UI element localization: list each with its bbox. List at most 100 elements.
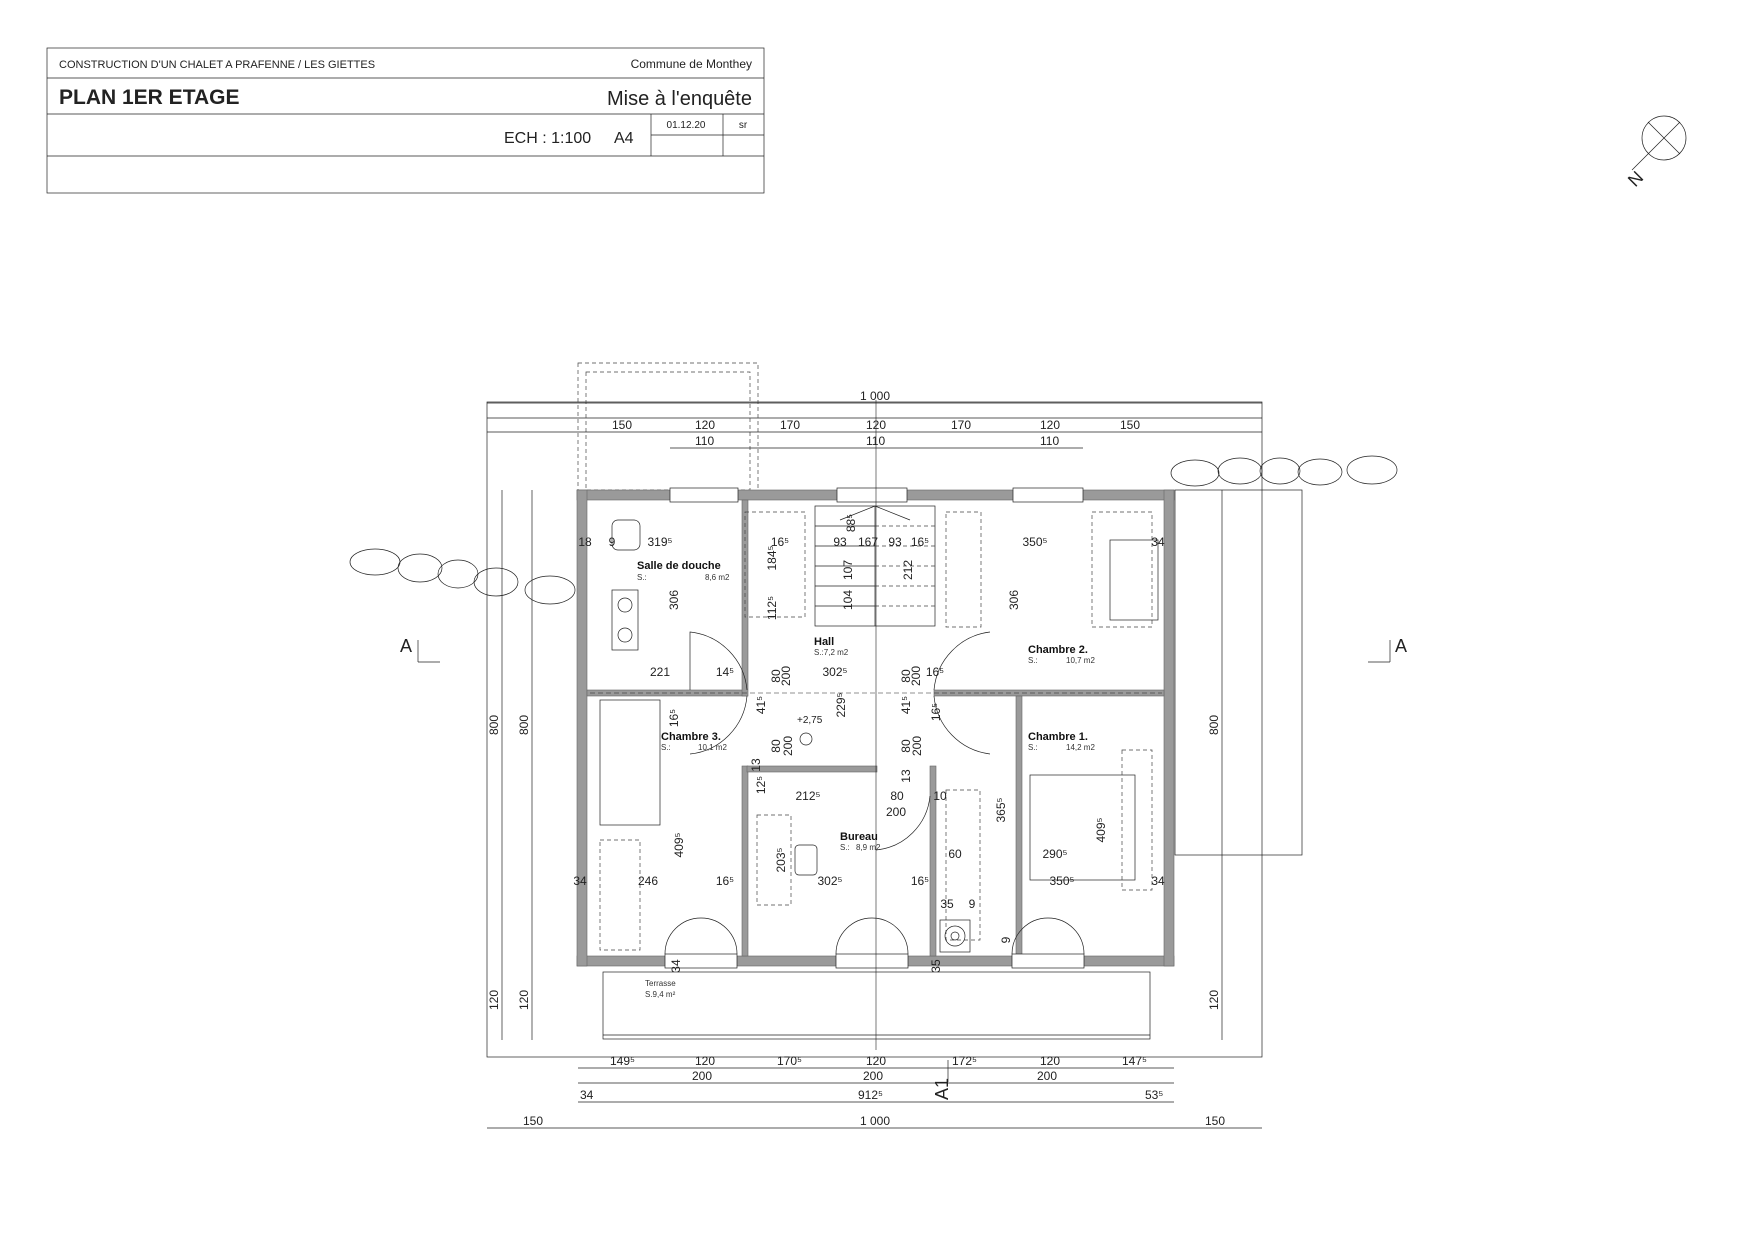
room-chambre-3: Chambre 3.	[661, 731, 721, 743]
dim-interior: 13	[749, 758, 763, 772]
dim-interior: 167	[858, 535, 878, 549]
dim-top-opening: 110	[695, 434, 714, 448]
dim-interior: 306	[1007, 590, 1021, 610]
dim-interior: 200	[909, 666, 923, 686]
dim-bottom-seg: 172⁵	[952, 1054, 977, 1068]
room-salle-de-douche-area: 8,6 m2	[705, 573, 730, 582]
room-chambre-3-prefix: S.:	[661, 743, 671, 752]
staircase	[814, 505, 936, 627]
dim-interior: 9	[609, 535, 616, 549]
dim-interior: 9	[969, 897, 976, 911]
room-chambre-1: Chambre 1.	[1028, 731, 1088, 743]
dim-interior: 319⁵	[648, 535, 673, 549]
dim-bottom-row3: 34	[580, 1088, 594, 1102]
dim-interior: 80	[899, 669, 913, 683]
dim-interior: 246	[638, 874, 658, 888]
north-arrow-icon: N	[1624, 115, 1687, 191]
dim-interior: 80	[899, 739, 913, 753]
dim-interior: 10	[933, 789, 947, 803]
title-block: CONSTRUCTION D'UN CHALET A PRAFENNE / LE…	[46, 47, 765, 194]
room-chambre-2-prefix: S.:	[1028, 656, 1038, 665]
section-marks: A A A1	[400, 636, 1407, 1100]
dim-interior: 34	[669, 959, 683, 973]
dimension-labels: 1 000 150 120 170 120 170 120 150 110 11…	[487, 389, 1225, 1128]
dim-interior: 302⁵	[818, 874, 843, 888]
dim-interior: 409⁵	[1094, 817, 1108, 842]
dim-interior: 93	[888, 535, 902, 549]
dim-interior: 212	[901, 560, 915, 580]
section-a-left: A	[400, 636, 412, 656]
north-label: N	[1624, 167, 1647, 190]
dim-bottom-seg: 147⁵	[1122, 1054, 1147, 1068]
dim-interior: 350⁵	[1023, 535, 1048, 549]
dim-top-seg: 150	[612, 418, 632, 432]
dim-interior: 200	[779, 666, 793, 686]
dim-interior: 35	[929, 959, 943, 973]
scale-label: ECH : 1:100	[504, 130, 591, 147]
dim-interior: 16⁵	[926, 665, 944, 679]
room-labels: Salle de douche S.: 8,6 m2 Hall S.:7,2 m…	[637, 560, 1095, 999]
dim-interior: 104	[841, 590, 855, 610]
dim-bottom-overall: 150	[1205, 1114, 1225, 1128]
dim-interior: 34	[1151, 535, 1165, 549]
dim-interior: 16⁵	[771, 535, 789, 549]
level-marker: +2,75	[797, 715, 823, 726]
room-salle-de-douche-prefix: S.:	[637, 573, 647, 582]
room-chambre-1-prefix: S.:	[1028, 743, 1038, 752]
dim-bottom-row3: 53⁵	[1145, 1088, 1163, 1102]
dim-interior: 80	[890, 789, 904, 803]
room-hall: Hall	[814, 636, 834, 648]
dim-bottom-seg: 120	[695, 1054, 715, 1068]
dim-interior: 18	[578, 535, 592, 549]
terrace	[602, 971, 1151, 1040]
windows-top	[669, 487, 1084, 503]
dim-bottom-door: 200	[863, 1069, 883, 1083]
dim-interior: 88⁵	[844, 514, 858, 532]
dim-interior: 290⁵	[1043, 847, 1068, 861]
dim-interior: 200	[886, 805, 906, 819]
section-a-right: A	[1395, 636, 1407, 656]
dim-interior: 302⁵	[823, 665, 848, 679]
terrace-doors	[664, 917, 1085, 969]
dim-interior: 365⁵	[994, 797, 1008, 822]
room-bureau-prefix: S.:	[840, 843, 850, 852]
dim-interior: 306	[667, 590, 681, 610]
dim-bottom-seg: 120	[866, 1054, 886, 1068]
dim-bottom-row3: 912⁵	[858, 1088, 883, 1102]
dim-bottom-seg: 170⁵	[777, 1054, 802, 1068]
dim-interior: 212⁵	[796, 789, 821, 803]
dim-left-vertical: 800	[487, 715, 501, 735]
room-salle-de-douche: Salle de douche	[637, 560, 721, 572]
room-bureau: Bureau	[840, 831, 878, 843]
dim-interior: 16⁵	[667, 709, 681, 727]
stove-icon	[939, 919, 971, 953]
dim-interior: 107	[841, 560, 855, 580]
dim-bottom-seg: 149⁵	[610, 1054, 635, 1068]
dim-interior: 9	[999, 936, 1013, 943]
dim-interior: 16⁵	[716, 874, 734, 888]
roof-outline	[486, 362, 1303, 1058]
room-terrasse: Terrasse	[645, 979, 676, 988]
dim-interior: 350⁵	[1050, 874, 1075, 888]
dim-left-vertical: 800	[517, 715, 531, 735]
plan-title: PLAN 1ER ETAGE	[59, 86, 239, 109]
dim-interior: 34	[1151, 874, 1165, 888]
dim-top-seg: 150	[1120, 418, 1140, 432]
dim-interior: 35	[940, 897, 954, 911]
room-chambre-1-area: 14,2 m2	[1066, 743, 1095, 752]
dim-right-vertical: 120	[1207, 990, 1221, 1010]
stone-border-left	[349, 548, 576, 605]
dim-interior: 184⁵	[765, 545, 779, 570]
dim-top-seg: 120	[1040, 418, 1060, 432]
room-chambre-2-area: 10,7 m2	[1066, 656, 1095, 665]
dim-interior: 14⁵	[716, 665, 734, 679]
dim-interior: 16⁵	[911, 874, 929, 888]
dim-interior: 200	[781, 736, 795, 756]
dim-interior: 41⁵	[754, 696, 768, 714]
section-a1: A1	[932, 1078, 952, 1100]
dim-top-seg: 170	[780, 418, 800, 432]
dim-top-opening: 110	[866, 434, 885, 448]
dim-interior: 13	[899, 769, 913, 783]
project-title: CONSTRUCTION D'UN CHALET A PRAFENNE / LE…	[59, 59, 375, 71]
